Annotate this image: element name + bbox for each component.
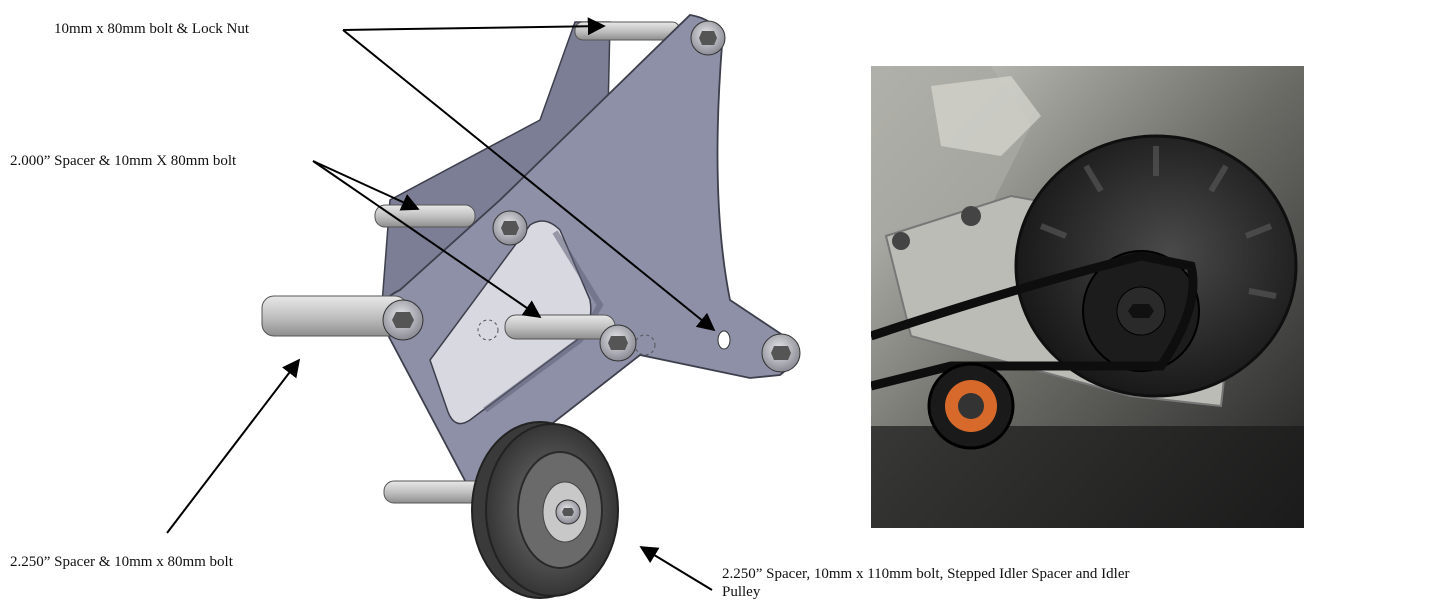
arrow-icon bbox=[342, 17, 606, 36]
bolt-center-icon bbox=[599, 324, 637, 362]
top-spacer-rod bbox=[574, 21, 681, 41]
spacer-2000-upper bbox=[374, 204, 476, 228]
callout-spacer-2250: 2.250” Spacer & 10mm x 80mm bolt bbox=[10, 554, 233, 570]
bolt-right-icon bbox=[761, 333, 801, 373]
photo-idler-pulley bbox=[927, 362, 1015, 450]
bracket-cad-drawing bbox=[166, 14, 801, 599]
leader-arrows bbox=[166, 17, 716, 591]
bracket-hole bbox=[717, 330, 731, 350]
spacer-2000-lower bbox=[504, 314, 616, 340]
callout-idler-assembly: 2.250” Spacer, 10mm x 110mm bolt, Steppe… bbox=[722, 566, 1130, 600]
engine-photo-drawing bbox=[871, 66, 1304, 528]
arrow-icon bbox=[312, 160, 420, 211]
alternator bbox=[1014, 134, 1298, 398]
arrow-icon bbox=[342, 29, 716, 332]
arrow-icon bbox=[312, 160, 542, 319]
arrow-icon bbox=[639, 546, 713, 591]
drive-belt bbox=[871, 251, 1198, 391]
arrow-icon bbox=[166, 358, 301, 534]
bolt-middle-icon bbox=[492, 210, 528, 246]
bolt-top-right-icon bbox=[690, 20, 726, 56]
idler-pulley bbox=[471, 421, 619, 599]
bolt-left-icon bbox=[382, 299, 424, 341]
callout-spacer-2000: 2.000” Spacer & 10mm X 80mm bolt bbox=[10, 153, 237, 169]
installed-bracket-photo bbox=[871, 66, 1304, 528]
callout-bolt-lock-nut: 10mm x 80mm bolt & Lock Nut bbox=[54, 21, 249, 37]
